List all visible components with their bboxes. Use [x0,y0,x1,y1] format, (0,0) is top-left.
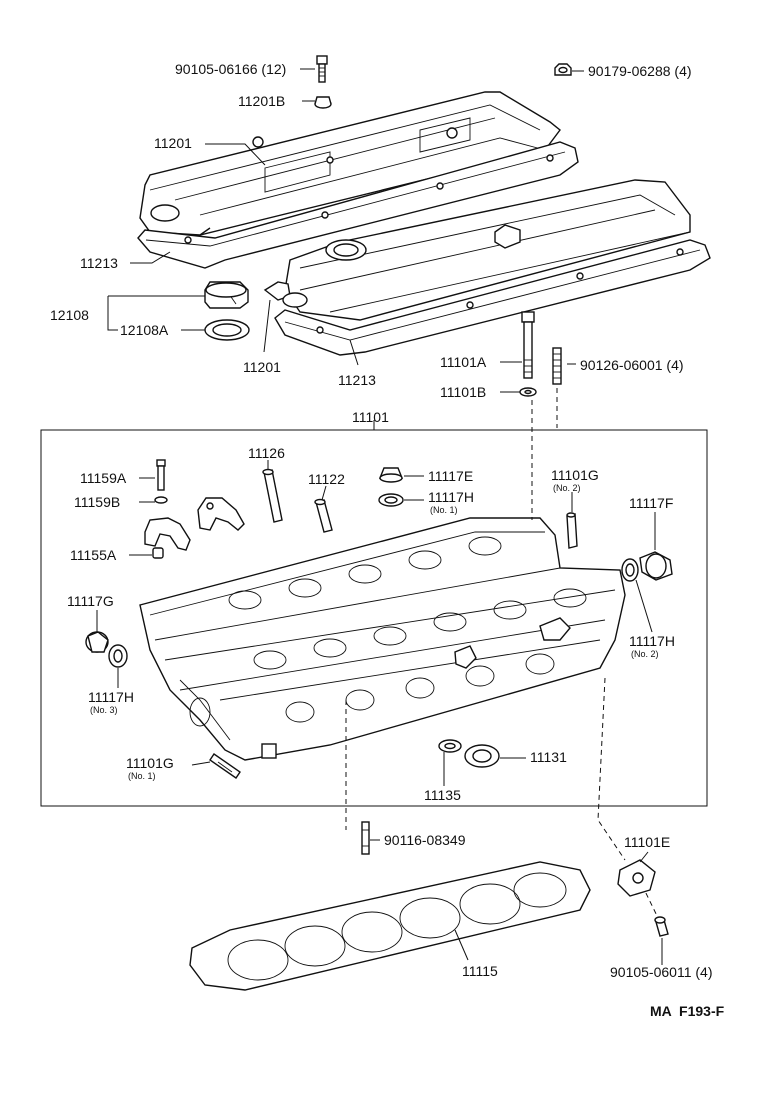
gasket-11213-upper-drawing [137,141,579,269]
oil-filler-gasket-12108A-drawing [204,319,250,341]
label-11213-bottom: 11213 [338,372,376,388]
label-11101G-no1: 11101G [126,755,174,771]
label-11117H-no3: 11117H [88,689,134,705]
label-90105-06011: 90105-06011 (4) [610,964,712,980]
label-90126-06001: 90126-06001 (4) [580,357,684,373]
label-11117H-no1-sub: (No. 1) [430,505,458,515]
camshaft-bearing-cap-lower-drawing [144,517,191,551]
dowel-11155A-drawing [152,547,164,559]
label-11117G: 11117G [67,593,114,609]
plug-11117F-drawing [639,551,673,581]
valve-guide-11122-drawing [314,498,333,533]
grommet-11201B-drawing [314,96,332,109]
label-11117E: 11117E [428,468,473,484]
cam-journal-rear-row [228,536,502,610]
diagram-code: MA F193-F [650,1003,725,1019]
pin-11101G-no1-drawing [209,753,241,779]
label-11155A: 11155A [70,547,117,563]
washer-11101B-drawing [519,387,537,397]
bolt-90105-06166-drawing [316,55,328,83]
label-11117H-no2-sub: (No. 2) [631,649,659,659]
sensor-11101E-drawing [617,859,656,897]
label-11101A: 11101A [440,354,487,370]
part-labels: 90105-06166 (12) 90179-06288 (4) 11201B … [50,61,725,1019]
label-11115: 11115 [462,963,498,979]
label-11117H-no3-sub: (No. 3) [90,705,118,715]
label-11201-bottom: 11201 [243,359,281,375]
plug-11117H-no1-drawing [378,493,404,507]
label-11126: 11126 [248,445,285,461]
label-11117F: 11117F [629,495,673,511]
head-gasket-11115-drawing [189,861,591,991]
label-11135: 11135 [424,787,461,803]
bolt-90105-06011-drawing [654,916,669,937]
label-11101G-no2-sub: (No. 2) [553,483,581,493]
camshaft-bearing-cap-upper-drawing [197,497,245,531]
label-12108: 12108 [50,307,89,323]
label-11213-left: 11213 [80,255,118,271]
ring-11135-drawing [438,739,462,753]
cam-journal-front-row [253,588,587,670]
label-90179-06288: 90179-06288 (4) [588,63,692,79]
label-11117H-no2: 11117H [629,633,675,649]
label-11159A: 11159A [80,470,127,486]
seal-11131-drawing [464,744,500,768]
valve-cover-front-drawing [263,179,691,321]
label-11201-top: 11201 [154,135,192,151]
nut-90179-06288-drawing [554,63,572,76]
label-11101G-no2: 11101G [551,467,599,483]
oil-filler-cap-12108-drawing [204,281,249,309]
cylinder-head-11101-drawing [139,517,626,761]
plug-11117E-drawing [378,467,404,483]
label-90116-08349: 90116-08349 [384,832,466,848]
head-bolt-11101A-drawing [521,311,535,379]
label-11101: 11101 [352,409,389,425]
label-11131: 11131 [530,749,567,765]
leader-lines [96,68,663,965]
washer-11159B-drawing [154,496,168,504]
label-11122: 11122 [308,471,345,487]
label-90105-06166: 90105-06166 (12) [175,61,286,77]
seal-11117H-no2-drawing [621,558,639,582]
plug-11117G-drawing [85,631,109,653]
seal-11117H-no3-drawing [108,644,128,668]
label-12108A: 12108A [120,322,169,338]
gasket-bore-holes [227,872,567,981]
valve-cover-rear-drawing [139,91,561,236]
stud-90126-06001-drawing [552,347,562,385]
bolt-11159A-drawing [156,459,166,491]
label-11101G-no1-sub: (No. 1) [128,771,156,781]
label-11117H-no1: 11117H [428,489,474,505]
valve-guide-11126-drawing [262,468,283,523]
pin-11101G-no2-drawing [566,512,578,549]
label-11101E: 11101E [624,834,670,850]
label-11159B: 11159B [74,494,120,510]
label-11201B: 11201B [238,93,285,109]
stud-90116-08349-drawing [361,821,370,855]
label-11101B: 11101B [440,384,486,400]
